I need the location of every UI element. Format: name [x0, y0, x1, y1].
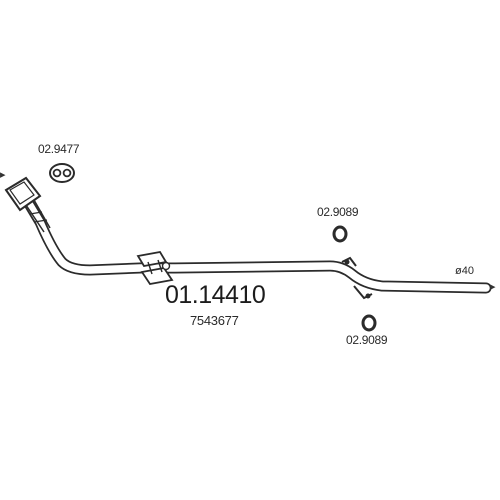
rear-hanger [341, 256, 373, 300]
pipe-inner [18, 188, 490, 292]
ring-upper-part-number: 02.9089 [317, 205, 359, 219]
gasket-part-number: 02.9477 [38, 142, 80, 156]
ring-lower-part-number: 02.9089 [346, 333, 388, 347]
right-end-marker-icon: ▸ [490, 281, 496, 293]
left-end-marker-icon: ▸ [0, 169, 6, 181]
oem-number: 7543677 [190, 313, 239, 328]
gasket-icon [49, 163, 75, 183]
middle-clamp [136, 251, 174, 285]
pipe-diameter-label: ø40 [455, 265, 474, 277]
main-part-number: 01.14410 [165, 281, 266, 309]
inlet-flange [4, 176, 51, 233]
ring-lower-icon [361, 314, 377, 332]
front-pipe [16, 186, 492, 294]
ring-upper-icon [332, 225, 348, 243]
